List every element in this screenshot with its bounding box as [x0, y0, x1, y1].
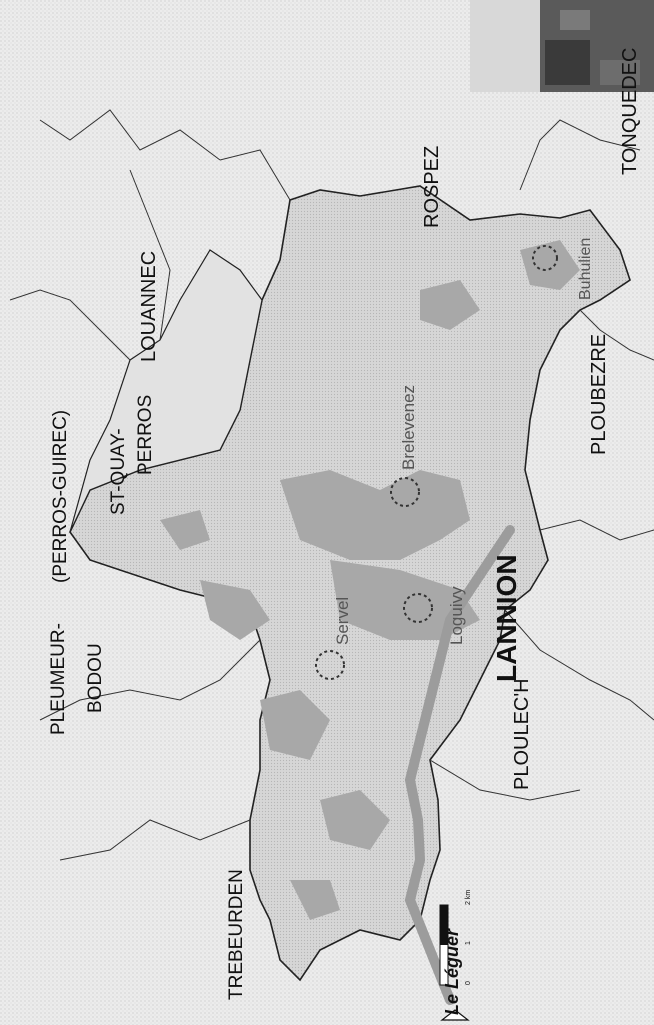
label-servel: Servel	[333, 597, 352, 645]
label-tonquedec: TONQUEDEC	[619, 48, 641, 175]
buhulien-marker	[532, 245, 558, 271]
label-louannec: LOUANNEC	[138, 251, 160, 362]
label-st-quay-2: PERROS	[135, 395, 156, 475]
label-ploulech: PLOULEC'H	[511, 678, 533, 790]
label-rospez: ROSPEZ	[421, 146, 443, 228]
label-ploubezre: PLOUBEZRE	[588, 334, 610, 455]
loguivy-marker	[403, 593, 433, 623]
label-lannion: LANNION	[491, 554, 522, 682]
photo-inset	[470, 0, 654, 92]
servel-marker	[315, 650, 345, 680]
label-pleumeur-1: PLEUMEUR-	[48, 623, 69, 735]
label-perros-guirec: (PERROS-GUIREC)	[50, 410, 71, 583]
urban-areas	[160, 240, 580, 920]
north-arrow-icon	[440, 1009, 470, 1021]
label-st-quay-1: ST-QUAY-	[108, 428, 129, 515]
label-loguivy: Loguivy	[447, 586, 466, 645]
label-brelevenez: Brelevenez	[399, 385, 418, 470]
scale-tick-0: 0	[465, 981, 472, 985]
hamlet-markers	[315, 245, 558, 680]
scale-tick-1: 1	[465, 941, 472, 945]
label-trebeurden: TREBEURDEN	[226, 869, 247, 1000]
st-quay-perros-area	[69, 249, 263, 533]
brelevenez-marker	[390, 477, 420, 507]
river-le-leguer	[404, 525, 515, 1005]
scale-bar: 0 1 2 km	[439, 890, 472, 986]
label-le-leguer: Le Léguer	[442, 928, 462, 1015]
scale-tick-2: 2 km	[465, 890, 472, 905]
label-buhulien: Buhulien	[577, 238, 594, 300]
label-pleumeur-2: BODOU	[85, 643, 106, 713]
commune-borders	[9, 109, 654, 861]
